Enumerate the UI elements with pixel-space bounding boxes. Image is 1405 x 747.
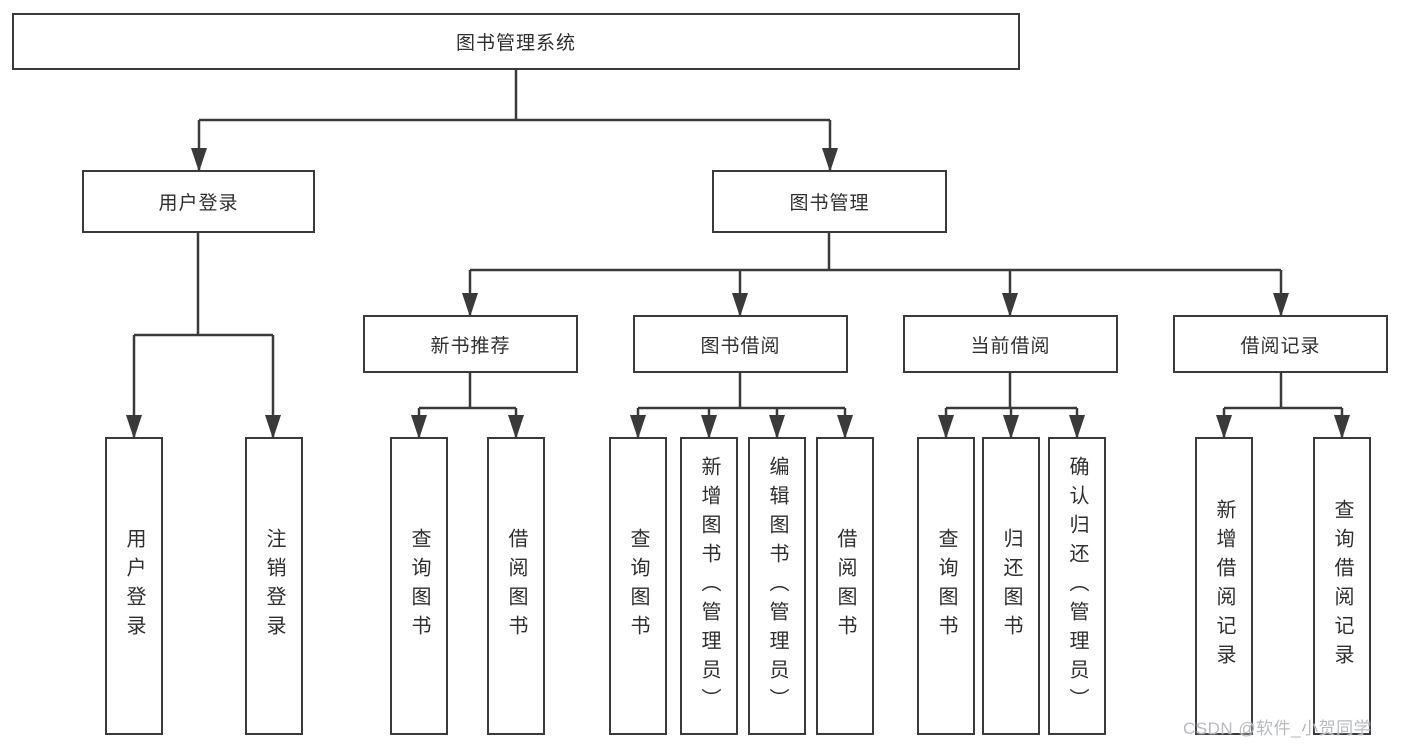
- node-label: 注销登录: [263, 528, 285, 644]
- node-label: 查询图书: [935, 528, 957, 644]
- node-label: 查询借阅记录: [1331, 499, 1353, 673]
- node-label: 图书借阅: [700, 335, 781, 357]
- node-label: 用户登录: [123, 528, 145, 644]
- leaf-return-book: 归还图书: [982, 437, 1040, 735]
- node-book-borrowing: 图书借阅: [633, 315, 848, 373]
- node-label: 新增借阅记录: [1213, 499, 1235, 673]
- node-borrow-records: 借阅记录: [1173, 315, 1388, 373]
- node-label: 归还图书: [1000, 528, 1022, 644]
- node-user-login: 用户登录: [82, 170, 315, 233]
- node-label: 编辑图书（管理员）: [766, 455, 788, 717]
- leaf-borrow-book: 借阅图书: [816, 437, 874, 735]
- leaf-user-login: 用户登录: [105, 437, 163, 735]
- node-label: 新增图书（管理员）: [698, 455, 720, 717]
- leaf-query-borrow-record: 查询借阅记录: [1313, 437, 1371, 735]
- node-current-borrowing: 当前借阅: [903, 315, 1118, 373]
- node-library-system-root: 图书管理系统: [12, 13, 1020, 70]
- leaf-borrow-book-recommend: 借阅图书: [487, 437, 545, 735]
- leaf-logout: 注销登录: [245, 437, 303, 735]
- node-label: 确认归还（管理员）: [1066, 455, 1088, 717]
- node-label: 当前借阅: [970, 335, 1051, 357]
- node-label: 图书管理系统: [455, 33, 576, 54]
- leaf-add-borrow-record: 新增借阅记录: [1195, 437, 1253, 735]
- node-label: 查询图书: [627, 528, 649, 644]
- node-label: 查询图书: [408, 528, 430, 644]
- connector-segments: [126, 70, 1350, 439]
- leaf-add-book-admin: 新增图书（管理员）: [680, 437, 738, 735]
- node-new-book-recommend: 新书推荐: [363, 315, 578, 373]
- node-label: 用户登录: [158, 193, 239, 214]
- node-label: 借阅图书: [505, 528, 527, 644]
- leaf-confirm-return-admin: 确认归还（管理员）: [1048, 437, 1106, 735]
- csdn-watermark: CSDN @软件_小贺同学: [1183, 719, 1372, 738]
- leaf-edit-book-admin: 编辑图书（管理员）: [748, 437, 806, 735]
- leaf-query-book-current: 查询图书: [917, 437, 975, 735]
- node-book-management: 图书管理: [712, 170, 947, 233]
- node-label: 图书管理: [789, 193, 870, 214]
- node-label: 新书推荐: [430, 335, 511, 357]
- leaf-query-book-borrowing: 查询图书: [609, 437, 667, 735]
- leaf-query-book-recommend: 查询图书: [390, 437, 448, 735]
- node-label: 借阅记录: [1240, 335, 1321, 357]
- node-label: 借阅图书: [834, 528, 856, 644]
